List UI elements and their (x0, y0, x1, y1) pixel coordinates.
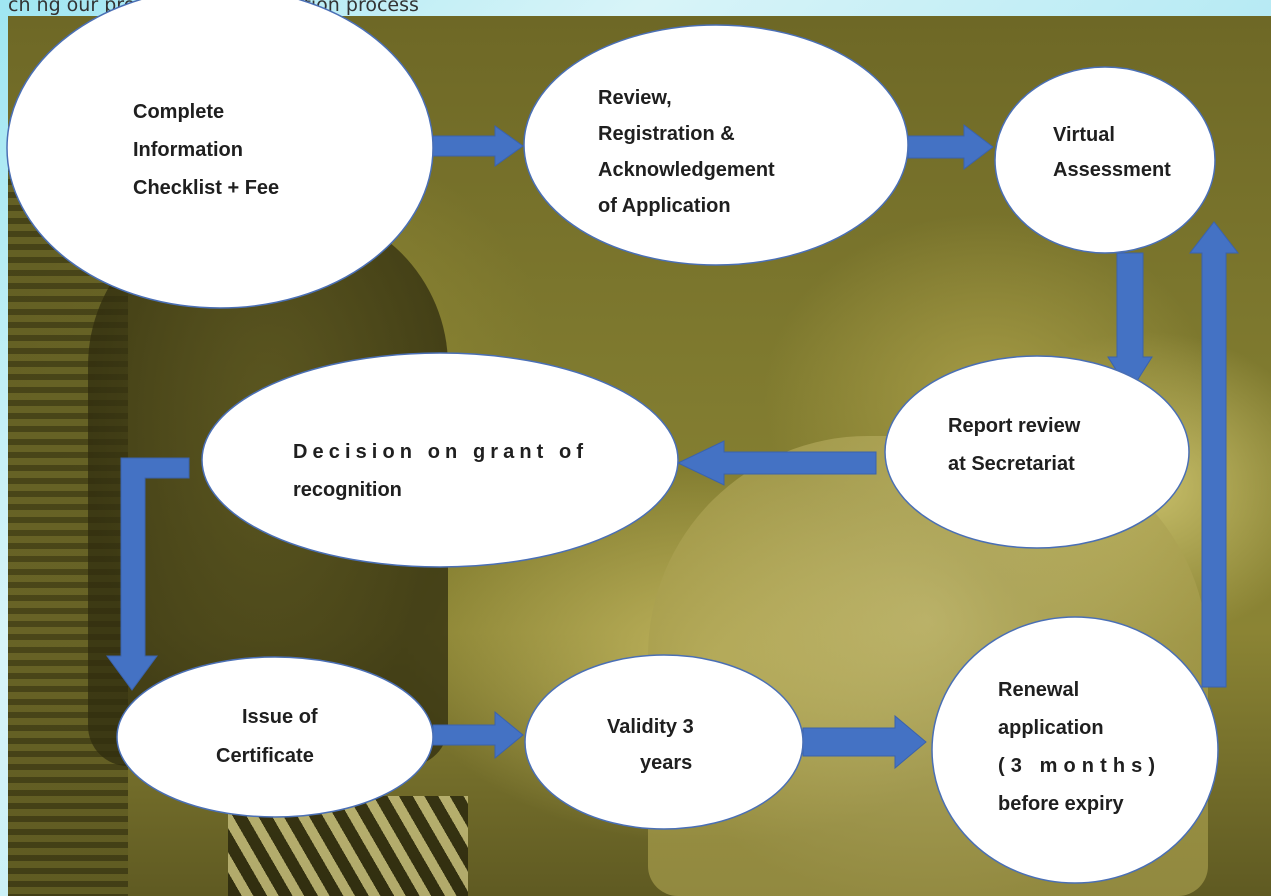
node-virtual-assessment-label: Virtual Assessment (1053, 124, 1171, 181)
arrow-complete-to-review (432, 125, 524, 167)
arrow-report-to-decision (676, 440, 877, 486)
node-virtual-assessment: Virtual Assessment (994, 66, 1216, 254)
node-complete-information: Complete Information Checklist + Fee (6, 0, 434, 309)
arrow-review-to-virtual (907, 123, 994, 171)
node-review-registration: Review, Registration & Acknowledgement o… (523, 24, 909, 266)
node-complete-information-label: Complete Information Checklist + Fee (133, 101, 279, 199)
node-decision-label: Decision on grant of recognition (293, 441, 594, 501)
arrow-layer (106, 123, 1240, 770)
node-report-review-label: Report review at Secretariat (948, 415, 1086, 475)
node-renewal: Renewal application (3 months) before ex… (931, 616, 1219, 884)
arrow-renewal-to-virtual (1188, 221, 1240, 688)
node-issue-certificate: Issue of Certificate (116, 656, 434, 818)
arrow-certificate-to-validity (432, 710, 524, 760)
node-issue-certificate-label: Issue of Certificate (216, 706, 323, 767)
node-validity-label: Validity 3 years (607, 716, 699, 774)
node-review-registration-label: Review, Registration & Acknowledgement o… (598, 87, 780, 217)
arrow-validity-to-renewal (802, 714, 927, 770)
node-report-review: Report review at Secretariat (884, 355, 1190, 549)
arrow-virtual-to-report (1107, 252, 1153, 393)
arrow-decision-to-certificate (106, 457, 190, 691)
node-validity: Validity 3 years (524, 654, 804, 830)
node-decision: Decision on grant of recognition (201, 352, 679, 568)
